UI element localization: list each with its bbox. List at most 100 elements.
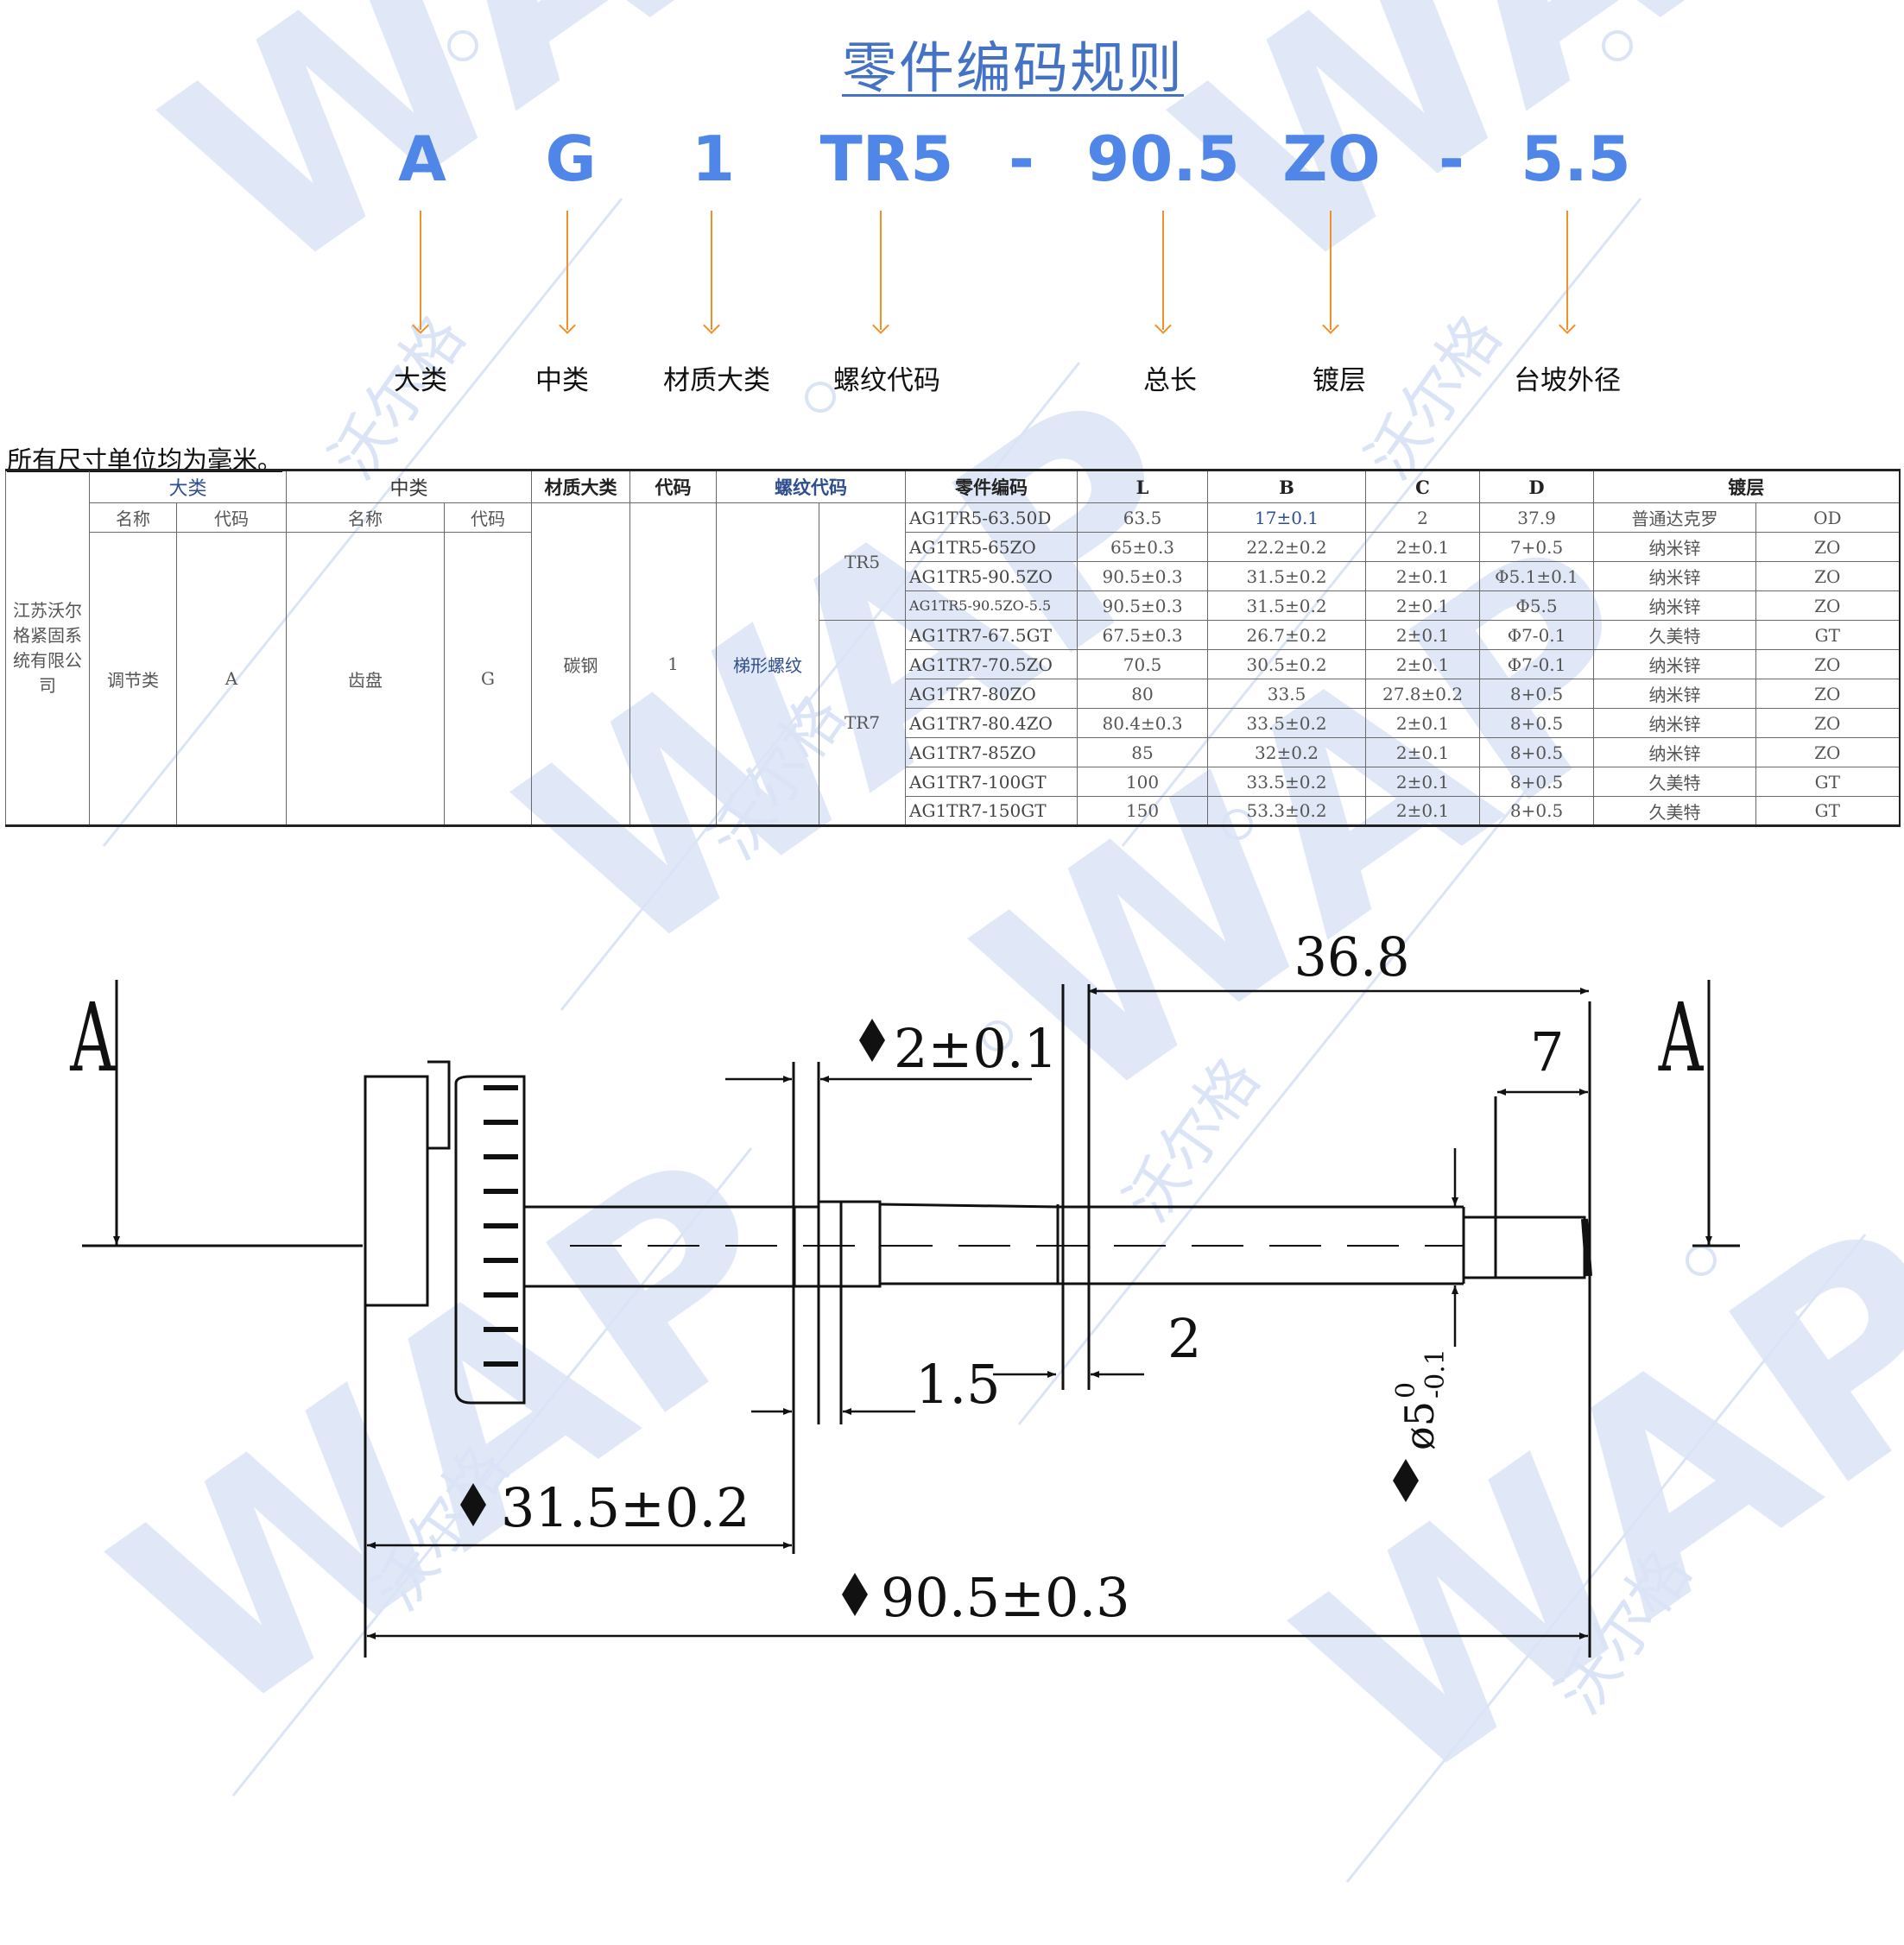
header-code: 代码 [629, 470, 718, 503]
header-plating: 镀层 [1593, 470, 1901, 503]
code-label-shoulder-dia: 台坡外径 [1514, 365, 1621, 396]
cell-B: 33.5±0.2 [1207, 708, 1367, 738]
subheader-name: 名称 [89, 502, 177, 533]
cell-plating-code: OD [1755, 502, 1901, 533]
cell-B: 53.3±0.2 [1207, 796, 1367, 826]
zhongLei-code: G [444, 532, 533, 826]
arrow-down-icon [711, 211, 712, 330]
part-code: AG1TR5-63.50D [905, 502, 1079, 533]
code-segment-material: 1 [691, 123, 736, 195]
header-material: 材质大类 [531, 470, 631, 503]
cell-D: Φ5.1±0.1 [1479, 561, 1595, 591]
cell-C: 2±0.1 [1365, 649, 1481, 679]
code-segment-zhongLei: G [545, 123, 597, 195]
cell-plating-code: ZO [1755, 561, 1901, 591]
thread-group-tr5: TR5 [819, 502, 907, 621]
cell-B: 33.5±0.2 [1207, 767, 1367, 797]
cell-C: 2±0.1 [1365, 532, 1481, 562]
code-rule: A G 1 TR5 - 90.5 ZO - 5.5 大类 中类 材质大类 螺纹代… [0, 0, 1904, 414]
section-mark-right: A [1658, 982, 1704, 1093]
part-code: AG1TR7-67.5GT [905, 620, 1079, 650]
header-daLei: 大类 [88, 470, 288, 503]
cell-D: 8+0.5 [1479, 708, 1595, 738]
part-code: AG1TR7-80.4ZO [905, 708, 1079, 738]
part-code: AG1TR7-80ZO [905, 679, 1079, 709]
header-D: D [1479, 470, 1595, 503]
code-segment-shoulder-dia: 5.5 [1521, 123, 1631, 195]
cell-D: 8+0.5 [1479, 679, 1595, 709]
cell-B: 31.5±0.2 [1207, 590, 1367, 621]
header-L: L [1077, 470, 1209, 503]
cell-plating: 普通达克罗 [1593, 502, 1757, 533]
cell-B: 22.2±0.2 [1207, 532, 1367, 562]
header-zhongLei: 中类 [286, 470, 533, 503]
cell-B: 32±0.2 [1207, 737, 1367, 767]
cell-plating-code: GT [1755, 796, 1901, 826]
dim-pilot-dia: ø5 [1396, 1401, 1443, 1450]
cell-L: 80.4±0.3 [1077, 708, 1209, 738]
critical-dim-icon [842, 1573, 868, 1616]
critical-dim-icon [859, 1019, 885, 1062]
daLei-name: 调节类 [89, 532, 177, 826]
cell-plating: 纳米锌 [1593, 590, 1757, 621]
dim-pilot-length: 7 [1530, 1020, 1564, 1083]
code-label-material: 材质大类 [663, 365, 770, 396]
technical-drawing: A A 36.8 7 2±0.1 2 1.5 31.5±0.2 90.5±0.3… [69, 926, 1740, 1658]
arrow-down-icon [420, 211, 421, 330]
critical-dim-icon [460, 1483, 486, 1526]
cell-plating-code: ZO [1755, 532, 1901, 562]
critical-dim-icon [1393, 1459, 1419, 1502]
cell-L: 150 [1077, 796, 1209, 826]
cell-C: 27.8±0.2 [1365, 679, 1481, 709]
subheader-name: 名称 [286, 502, 446, 533]
cell-plating: 纳米锌 [1593, 532, 1757, 562]
part-code: AG1TR7-100GT [905, 767, 1079, 797]
material-name: 碳钢 [531, 502, 631, 826]
cell-D: 37.9 [1479, 502, 1595, 533]
cell-plating: 纳米锌 [1593, 708, 1757, 738]
cell-plating-code: ZO [1755, 708, 1901, 738]
cell-plating-code: ZO [1755, 737, 1901, 767]
header-thread: 螺纹代码 [716, 470, 907, 503]
cell-C: 2±0.1 [1365, 767, 1481, 797]
dim-gear-to-collar: 31.5±0.2 [501, 1476, 750, 1539]
part-code: AG1TR5-90.5ZO [905, 561, 1079, 591]
cell-plating: 纳米锌 [1593, 649, 1757, 679]
cell-C: 2±0.1 [1365, 796, 1481, 826]
header-part-code: 零件编码 [905, 470, 1079, 503]
code-separator: - [1439, 123, 1464, 195]
code-label-zhongLei: 中类 [535, 365, 589, 396]
cell-C: 2±0.1 [1365, 620, 1481, 650]
cell-plating-code: GT [1755, 620, 1901, 650]
cell-plating: 纳米锌 [1593, 561, 1757, 591]
cell-plating: 久美特 [1593, 620, 1757, 650]
thread-type: 梯形螺纹 [716, 502, 820, 826]
thread-group-tr7: TR7 [819, 620, 907, 826]
cell-C: 2±0.1 [1365, 737, 1481, 767]
code-label-plating: 镀层 [1313, 365, 1366, 396]
code-segment-daLei: A [398, 123, 446, 195]
code-label-thread: 螺纹代码 [833, 365, 940, 396]
dim-thread-length: 36.8 [1294, 926, 1410, 988]
part-code: AG1TR7-150GT [905, 796, 1079, 826]
company-cell: 江苏沃尔格紧固系统有限公司 [5, 470, 90, 826]
dim-shoulder: 2 [1167, 1307, 1201, 1370]
cell-plating-code: ZO [1755, 649, 1901, 679]
arrow-down-icon [566, 211, 568, 330]
daLei-code: A [175, 532, 288, 826]
cell-L: 85 [1077, 737, 1209, 767]
cell-C: 2 [1365, 502, 1481, 533]
cell-plating: 纳米锌 [1593, 737, 1757, 767]
cell-L: 90.5±0.3 [1077, 561, 1209, 591]
cell-plating: 纳米锌 [1593, 679, 1757, 709]
dim-pilot-dia-upper: 0 [1391, 1382, 1421, 1399]
cell-C: 2±0.1 [1365, 561, 1481, 591]
cell-B: 31.5±0.2 [1207, 561, 1367, 591]
dim-groove: 1.5 [915, 1353, 1001, 1416]
zhongLei-name: 齿盘 [286, 532, 446, 826]
part-code: AG1TR5-65ZO [905, 532, 1079, 562]
dim-pilot-dia-lower: -0.1 [1420, 1348, 1451, 1399]
cell-L: 80 [1077, 679, 1209, 709]
cell-L: 100 [1077, 767, 1209, 797]
material-code: 1 [629, 502, 718, 826]
